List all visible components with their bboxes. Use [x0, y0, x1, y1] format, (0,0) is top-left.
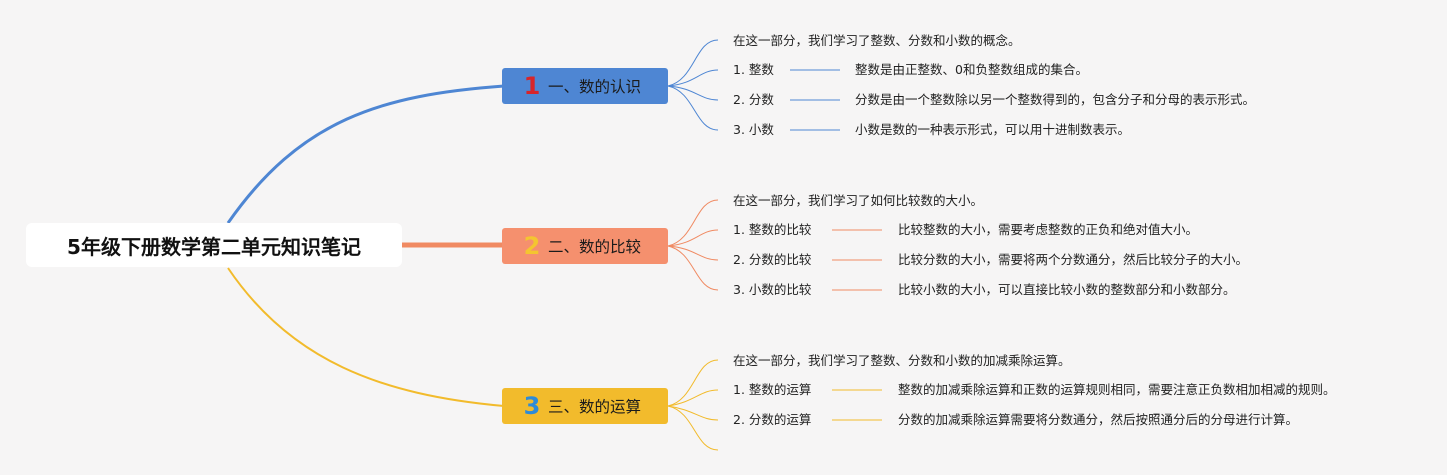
branch-1-item-3-label[interactable]: 3. 小数 [733, 122, 774, 137]
branch-2-item-1-detail[interactable]: 比较整数的大小，需要考虑整数的正负和绝对值大小。 [898, 222, 1199, 237]
branch-3-item-1-detail[interactable]: 整数的加减乘除运算和正数的运算规则相同，需要注意正负数相加相减的规则。 [898, 382, 1336, 397]
branch-1-item-3-detail[interactable]: 小数是数的一种表示形式，可以用十进制数表示。 [855, 122, 1131, 137]
branch-number-badge: 1 [523, 72, 541, 100]
branch-2-fan [667, 199, 882, 291]
branch-1-item-2-label[interactable]: 2. 分数 [733, 92, 774, 107]
branch-1-intro[interactable]: 在这一部分，我们学习了整数、分数和小数的概念。 [733, 33, 1021, 48]
branch-topic-3[interactable]: 3 三、数的运算 [502, 388, 668, 424]
root-topic[interactable]: 5年级下册数学第二单元知识笔记 [26, 223, 402, 267]
branch-title: 三、数的运算 [548, 398, 642, 416]
branch-3-item-1-label[interactable]: 1. 整数的运算 [733, 382, 812, 397]
branch-2-item-2-detail[interactable]: 比较分数的大小，需要将两个分数通分，然后比较分子的大小。 [898, 252, 1249, 267]
branch-title: 二、数的比较 [548, 238, 642, 256]
branch-topic-1[interactable]: 1 一、数的认识 [502, 68, 668, 104]
branch-2-intro[interactable]: 在这一部分，我们学习了如何比较数的大小。 [733, 193, 984, 208]
branch-number-badge: 3 [523, 392, 541, 420]
connector-root-branch-1 [226, 84, 505, 224]
branch-3-intro[interactable]: 在这一部分，我们学习了整数、分数和小数的加减乘除运算。 [733, 353, 1071, 368]
branch-3-item-2-detail[interactable]: 分数的加减乘除运算需要将分数通分，然后按照通分后的分母进行计算。 [898, 412, 1299, 427]
branch-2-item-2-label[interactable]: 2. 分数的比较 [733, 252, 812, 267]
branch-1-fan [667, 39, 840, 131]
branch-1-item-1-label[interactable]: 1. 整数 [733, 62, 774, 77]
root-title: 5年级下册数学第二单元知识笔记 [67, 234, 361, 259]
branch-3-item-2-label[interactable]: 2. 分数的运算 [733, 412, 812, 427]
connector-root-branch-3 [227, 267, 505, 407]
branch-3-fan [667, 359, 882, 451]
branch-1-item-2-detail[interactable]: 分数是由一个整数除以另一个整数得到的，包含分子和分母的表示形式。 [855, 92, 1256, 107]
branch-title: 一、数的认识 [548, 78, 642, 96]
branch-2-item-1-label[interactable]: 1. 整数的比较 [733, 222, 812, 237]
branch-2-item-3-label[interactable]: 3. 小数的比较 [733, 282, 812, 297]
branch-number-badge: 2 [523, 232, 541, 260]
branch-1-item-1-detail[interactable]: 整数是由正整数、0和负整数组成的集合。 [855, 62, 1088, 77]
branch-2-item-3-detail[interactable]: 比较小数的大小，可以直接比较小数的整数部分和小数部分。 [898, 282, 1236, 297]
branch-topic-2[interactable]: 2 二、数的比较 [502, 228, 668, 264]
